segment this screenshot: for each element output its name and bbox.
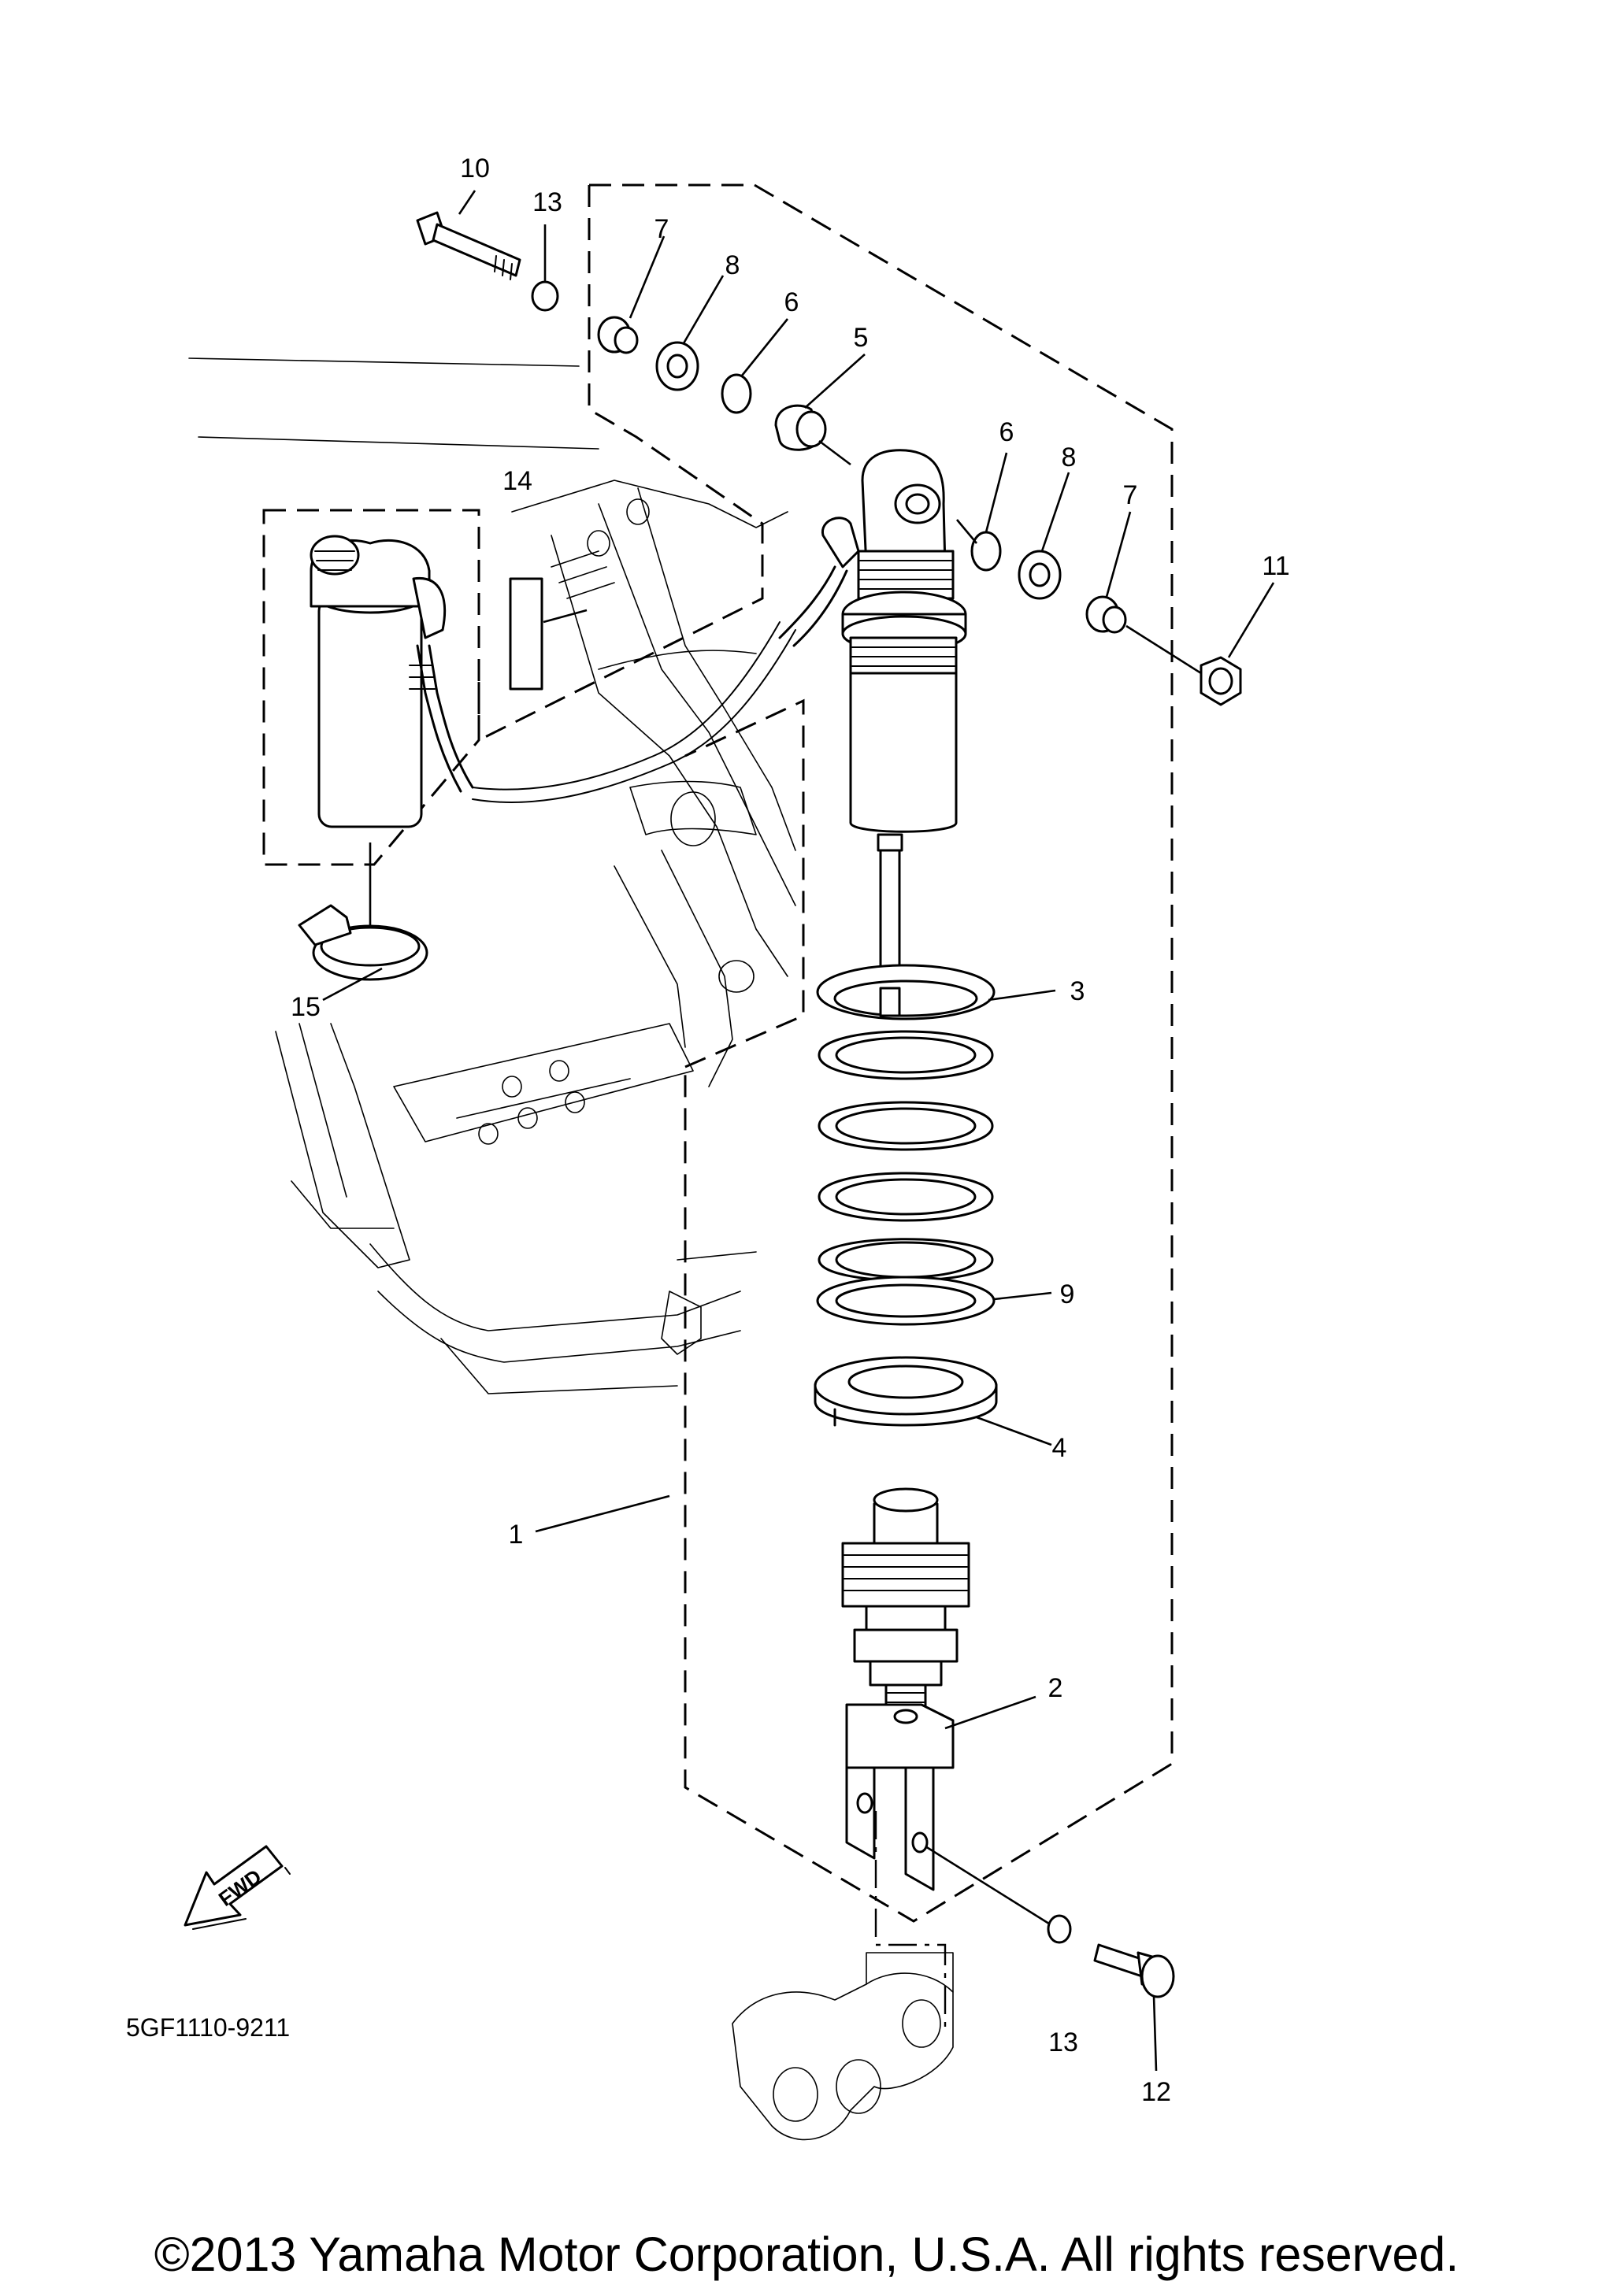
callout-8-right: 8 <box>1062 443 1077 472</box>
callout-9: 9 <box>1060 1279 1075 1309</box>
lower-damper <box>841 1487 970 1726</box>
relay-arm <box>732 1952 954 2141</box>
reservoir-tank <box>310 535 796 828</box>
callout-labels: 10 13 7 8 6 5 14 6 8 7 11 3 9 4 1 2 15 1… <box>291 154 1290 2107</box>
washer-13-top <box>531 280 559 312</box>
callout-7-left: 7 <box>654 214 669 244</box>
callout-10: 10 <box>460 154 490 183</box>
fwd-arrow-icon: FWD <box>184 1845 291 1930</box>
callout-7-right: 7 <box>1123 480 1138 510</box>
copyright-notice: ©2013 Yamaha Motor Corporation, U.S.A. A… <box>154 2227 1459 2281</box>
oil-seal-8-right <box>1018 550 1062 600</box>
circlip-6-right <box>970 531 1002 572</box>
callout-14: 14 <box>502 466 532 496</box>
hose-clamp <box>298 842 428 981</box>
washer-13-bottom <box>1047 1914 1072 1944</box>
callout-12: 12 <box>1141 2077 1171 2107</box>
oil-seal-8-left <box>655 341 699 391</box>
lower-bracket <box>845 1703 955 1891</box>
callout-6-right: 6 <box>999 417 1014 447</box>
label-plate <box>509 577 588 691</box>
shock-spring <box>816 964 996 1282</box>
callout-2: 2 <box>1048 1673 1063 1703</box>
collar-7-left <box>597 316 639 354</box>
diagram-code: 5GF1110-9211 <box>126 2013 290 2042</box>
circlip-6-left <box>721 373 752 414</box>
callout-4: 4 <box>1052 1433 1067 1463</box>
callout-leaders <box>322 190 1275 1533</box>
spring-seat <box>814 1356 998 1427</box>
bottom-bolt <box>1093 1943 1175 2072</box>
callout-13-bottom: 13 <box>1048 2028 1078 2057</box>
top-bolt <box>416 211 521 280</box>
centerlines <box>874 1811 947 2031</box>
callout-13-top: 13 <box>532 187 562 217</box>
callout-6-left: 6 <box>784 287 799 317</box>
bushing-5 <box>774 404 827 451</box>
callout-11: 11 <box>1262 551 1289 581</box>
collar-7-right <box>1085 595 1127 634</box>
callout-8-left: 8 <box>725 250 740 280</box>
nut-11 <box>1200 656 1242 706</box>
frame-outline <box>188 357 796 1394</box>
assembly-boundaries <box>262 183 1174 1923</box>
callout-5: 5 <box>854 323 869 353</box>
shock-body <box>778 449 967 1002</box>
callout-1: 1 <box>509 1520 524 1550</box>
callout-3: 3 <box>1070 976 1085 1006</box>
callout-15: 15 <box>291 992 321 1022</box>
spring-guide <box>816 1276 996 1326</box>
